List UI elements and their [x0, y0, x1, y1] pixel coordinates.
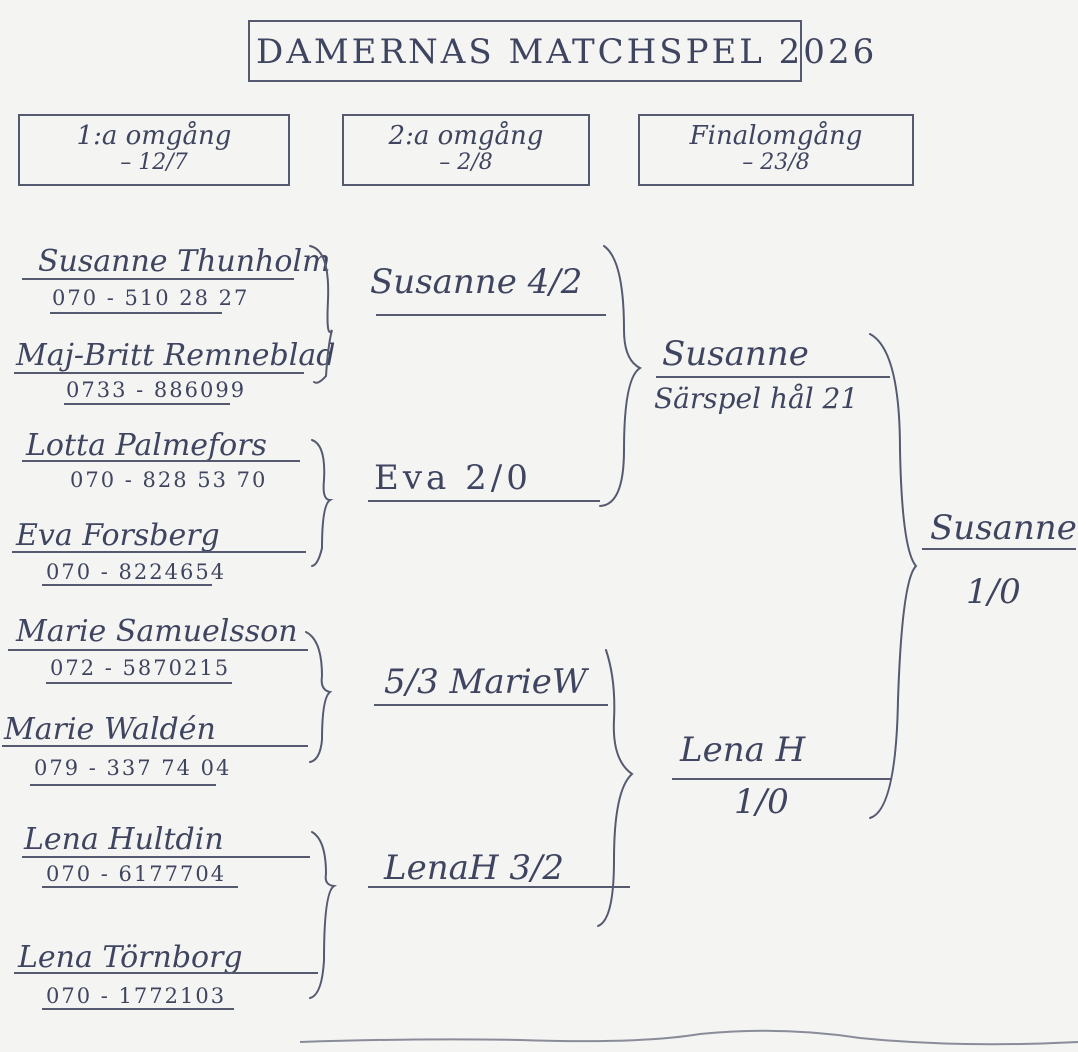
player-line: [12, 551, 306, 553]
player-name: Marie Waldén: [4, 712, 216, 747]
player-phone: 070 - 510 28 27: [52, 286, 250, 310]
round-header-2: 2:a omgång – 2/8: [342, 114, 590, 186]
final-round-note: Särspel hål 21: [654, 382, 859, 415]
bracket-r2-2: [597, 649, 634, 927]
title-box: [248, 20, 802, 82]
round-label: 1:a omgång: [76, 121, 232, 151]
player-name: Susanne Thunholm: [38, 244, 331, 279]
bracket-r1-2: [311, 439, 334, 567]
player-line: [14, 972, 318, 974]
player-line: [22, 278, 294, 280]
player-name: Lena Törnborg: [18, 940, 243, 975]
player-line: [14, 372, 304, 374]
phone-underline: [46, 682, 232, 684]
player-line: [2, 745, 308, 747]
bracket-r3: [869, 333, 918, 819]
player-name: Eva Forsberg: [16, 518, 220, 553]
player-line: [22, 460, 300, 462]
page-title: DAMERNAS MATCHSPEL 2026: [256, 32, 878, 72]
phone-underline: [30, 784, 216, 786]
player-name: Lena Hultdin: [24, 822, 224, 857]
round2-line: [368, 500, 600, 502]
champion-line: [922, 548, 1076, 550]
champion-score: 1/0: [966, 572, 1021, 612]
phone-underline: [42, 886, 238, 888]
bracket-r1-1: [309, 245, 333, 384]
phone-underline: [50, 312, 222, 314]
final-round-winner: Lena H: [680, 730, 806, 770]
torn-edge: [299, 1029, 1078, 1046]
round2-line: [374, 704, 608, 706]
bracket-r1-4: [309, 831, 338, 999]
player-line: [8, 649, 308, 651]
bracket-r2-1: [599, 245, 643, 507]
player-name: Maj-Britt Remneblad: [16, 338, 336, 373]
round-date: – 2/8: [439, 150, 493, 175]
player-phone: 070 - 828 53 70: [70, 468, 268, 492]
round2-line: [368, 886, 630, 888]
round2-line: [376, 314, 606, 316]
phone-underline: [42, 1008, 234, 1010]
final-round-line: [656, 376, 890, 378]
round2-winner: LenaH 3/2: [384, 848, 565, 888]
round-header-3: Finalomgång – 23/8: [638, 114, 914, 186]
round-date: – 23/8: [742, 150, 810, 175]
phone-underline: [42, 584, 212, 586]
final-round-score: 1/0: [734, 782, 789, 822]
round2-winner: 5/3 MarieW: [384, 662, 587, 702]
player-phone: 070 - 8224654: [46, 560, 227, 584]
player-line: [22, 856, 310, 858]
player-name: Lotta Palmefors: [26, 428, 267, 463]
player-phone: 079 - 337 74 04: [34, 756, 232, 780]
player-name: Marie Samuelsson: [16, 614, 298, 649]
round-header-1: 1:a omgång – 12/7: [18, 114, 290, 186]
player-phone: 072 - 5870215: [50, 656, 231, 680]
player-phone: 0733 - 886099: [66, 378, 247, 402]
round2-winner: Eva 2/0: [374, 458, 532, 498]
final-round-winner: Susanne: [662, 334, 809, 374]
player-phone: 070 - 1772103: [46, 984, 227, 1008]
round-label: Finalomgång: [689, 121, 863, 151]
round-label: 2:a omgång: [388, 121, 544, 151]
player-phone: 070 - 6177704: [46, 862, 227, 886]
round2-winner: Susanne 4/2: [370, 262, 583, 302]
final-round-line: [672, 778, 892, 780]
phone-underline: [64, 403, 230, 405]
champion-name: Susanne: [930, 508, 1077, 548]
round-date: – 12/7: [120, 150, 188, 175]
bracket-r1-3: [305, 631, 333, 763]
